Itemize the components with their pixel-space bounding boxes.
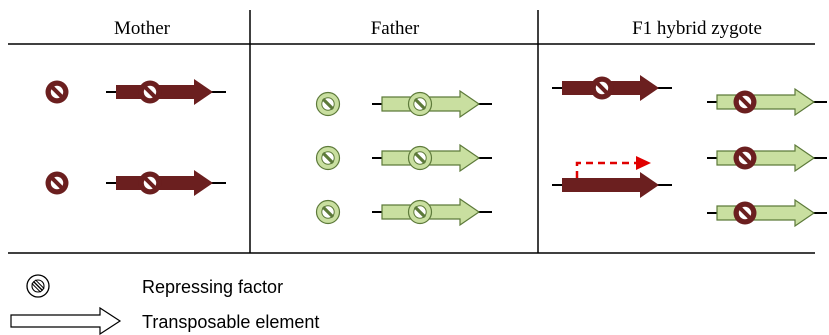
legend-repressor-icon bbox=[26, 274, 50, 298]
transcription-arrow bbox=[575, 161, 636, 178]
paternal-repressor-icon bbox=[314, 198, 342, 226]
legend: Repressing factor Transposable element bbox=[10, 274, 319, 335]
transcription-arrowhead bbox=[636, 156, 651, 170]
paternal-transposon-arrow bbox=[706, 144, 828, 172]
maternal-repressor-icon bbox=[43, 169, 71, 197]
maternal-repressor-icon bbox=[731, 88, 759, 116]
maternal-repressor-icon bbox=[731, 144, 759, 172]
legend-transposon-icon bbox=[10, 306, 122, 335]
maternal-repressor-icon bbox=[731, 199, 759, 227]
mother-column bbox=[43, 78, 227, 197]
paternal-repressor-icon bbox=[406, 198, 434, 226]
activated-transposon-arrow bbox=[551, 171, 673, 199]
paternal-transposon-arrow bbox=[706, 199, 828, 227]
maternal-transposon-arrow bbox=[105, 169, 227, 197]
paternal-repressor-icon bbox=[314, 144, 342, 172]
legend-transposon-label: Transposable element bbox=[142, 312, 319, 332]
paternal-transposon-arrow bbox=[706, 88, 828, 116]
header-father: Father bbox=[371, 18, 420, 39]
legend-repressor-label: Repressing factor bbox=[142, 277, 283, 297]
header-mother: Mother bbox=[114, 18, 171, 39]
hybrid-column bbox=[551, 74, 828, 227]
maternal-repressor-icon bbox=[136, 169, 164, 197]
header-hybrid: F1 hybrid zygote bbox=[632, 18, 762, 39]
maternal-transposon-arrow bbox=[105, 78, 227, 106]
paternal-repressor-icon bbox=[406, 144, 434, 172]
maternal-repressor-icon bbox=[136, 78, 164, 106]
paternal-repressor-icon bbox=[406, 90, 434, 118]
maternal-repressor-icon bbox=[588, 74, 616, 102]
maternal-repressor-icon bbox=[43, 78, 71, 106]
paternal-repressor-icon bbox=[314, 90, 342, 118]
father-column bbox=[314, 90, 493, 226]
